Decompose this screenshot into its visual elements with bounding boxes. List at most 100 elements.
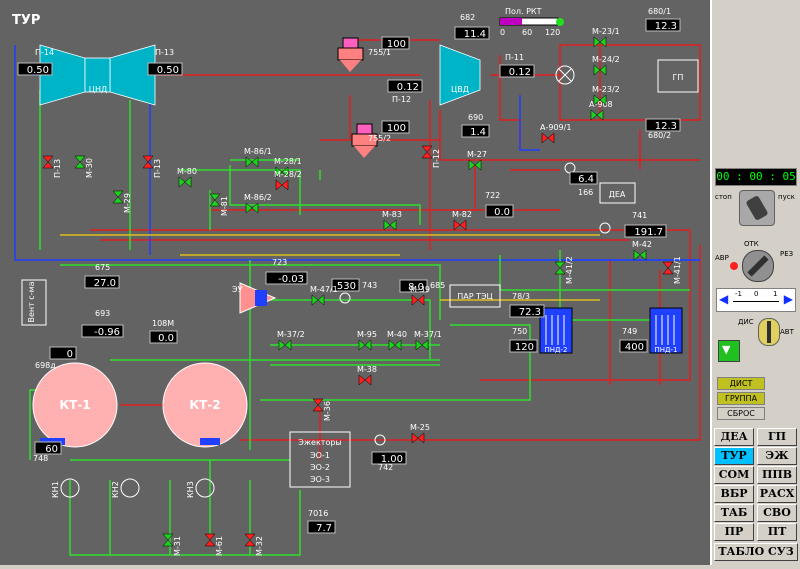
valve-М-40[interactable]: М-40 [387,330,407,351]
reading-label: 723 [272,258,287,267]
valve-М-39[interactable]: М-39 [410,285,430,306]
scale-left-arrow-icon[interactable]: ◀ [719,292,729,306]
mode-dist-button[interactable]: ДИСТ [717,377,765,390]
tab-5[interactable]: ППВ [757,466,797,484]
pump-742-icon[interactable] [374,434,386,446]
scheme-diagram: ЦНД ЦВД КТ-1 КТ-2 ПНД-2 [12,7,701,556]
pump-743-icon[interactable] [339,292,351,304]
tab-6[interactable]: ВБР [714,485,754,503]
tab-1[interactable]: ГП [757,428,797,446]
tab-9[interactable]: СВО [757,504,797,522]
valve-М-86-1[interactable]: М-86/1 [244,147,272,168]
reading-box [624,224,667,238]
valve-М-37-1[interactable]: М-37/1 [414,330,442,351]
vent-label: Вент с-ма [27,281,36,322]
valve-М-23-2[interactable]: М-23/2 [592,85,620,106]
reading-label: 755/2 [368,134,391,143]
valve-label: М-37/2 [277,330,305,339]
valve-М-95[interactable]: М-95 [357,330,377,351]
scale-right-arrow-icon[interactable]: ▶ [783,292,793,306]
valve-М-25[interactable]: М-25 [410,423,430,444]
valve-М-36[interactable]: М-36 [312,398,332,421]
reading-box [499,64,535,78]
valve-icon [245,156,259,168]
pump-kn3-icon[interactable] [195,478,215,498]
tab-tablo-suz[interactable]: ТАБЛО СУЗ [714,543,798,561]
reading-box [509,339,538,353]
valve-icon [278,339,292,351]
reading-78-3: 72.378/3 [509,292,545,318]
valve-М-82[interactable]: М-82 [452,210,472,231]
valve-М-32[interactable]: М-32 [244,533,264,556]
reading-box [569,171,598,185]
valve-М-42[interactable]: М-42 [632,240,652,261]
valve-icon [411,432,425,444]
control-valve-755-2[interactable] [351,123,378,158]
mode-reset-button[interactable]: СБРОС [717,407,765,420]
valve-А-908[interactable]: А-908 [589,100,613,121]
valve-М-80[interactable]: М-80 [177,167,197,188]
avr-lamp [730,262,738,270]
valve-icon [468,159,482,171]
tab-8[interactable]: ТАБ [714,504,754,522]
reading-value: 11.4 [464,29,486,40]
reading-value: 530 [337,281,356,292]
reading-box [265,271,308,285]
pump-741-icon[interactable] [599,222,611,234]
valve-icon [244,533,256,547]
valve-М-41-2[interactable]: М-41/2 [554,256,574,284]
valve-М-23-1[interactable]: М-23/1 [592,27,620,48]
avr-selector-knob[interactable] [742,250,774,282]
tab-2[interactable]: ТУР [714,447,754,465]
tab-10[interactable]: ПР [714,523,754,541]
valve-М-86-2[interactable]: М-86/2 [244,193,272,214]
valve-М-24-2[interactable]: М-24/2 [592,55,620,76]
dea-label: ДЕА [609,190,626,199]
valve-icon [275,166,289,178]
heater-pnd-1: ПНД-1 [649,307,683,354]
tab-7[interactable]: РАСХ [757,485,797,503]
control-valve-755-1[interactable] [337,37,364,72]
valve-label: М-23/2 [592,85,620,94]
dis-avt-pointer-icon [767,321,771,343]
valve-М-41-1[interactable]: М-41/1 [662,256,682,284]
valve-М-28-2[interactable]: М-28/2 [274,170,302,191]
valve-М-28-1[interactable]: М-28/1 [274,157,302,178]
tab-4[interactable]: СОМ [714,466,754,484]
tab-11[interactable]: ПТ [757,523,797,541]
pump-kn1-icon[interactable] [60,478,80,498]
valve-П-13[interactable]: П-13 [42,155,62,178]
valve-label: М-80 [177,167,197,176]
valve-М-30[interactable]: М-30 [74,155,94,178]
valve-М-38[interactable]: М-38 [357,365,377,386]
valve-М-61[interactable]: М-61 [204,533,224,556]
valve-М-83[interactable]: М-83 [382,210,402,231]
valve-М-27[interactable]: М-27 [467,150,487,171]
valve-М-47-1[interactable]: М-47/1 [310,285,338,306]
start-stop-switch[interactable] [739,190,775,226]
valve-П-12[interactable]: П-12 [421,145,441,168]
valve-open-indicator-icon[interactable]: ▼ [718,340,740,362]
tab-0[interactable]: ДЕА [714,428,754,446]
mode-group-button[interactable]: ГРУППА [717,392,765,405]
tab-3[interactable]: ЭЖ [757,447,797,465]
valve-М-29[interactable]: М-29 [112,190,132,213]
readings-layer: 0.50П-140.50П-13100755/111.46820.12П-110… [17,7,681,534]
dis-avt-selector-knob[interactable] [758,318,780,346]
reading-value: 1.4 [470,127,486,138]
valve-label: М-95 [357,330,377,339]
valve-М-31[interactable]: М-31 [162,533,182,556]
reading-value: 0.12 [397,82,419,93]
valve-М-81[interactable]: М-81 [209,193,229,216]
valve-П-13[interactable]: П-13 [142,155,162,178]
valve-А-909-1[interactable]: А-909/1 [540,123,571,144]
avr-label: АВР [715,254,729,262]
valve-label: М-82 [452,210,472,219]
reading-value: 0 [67,349,73,360]
pump-kn2-icon[interactable] [120,478,140,498]
valve-label: М-28/2 [274,170,302,179]
valve-М-37-2[interactable]: М-37/2 [277,330,305,351]
